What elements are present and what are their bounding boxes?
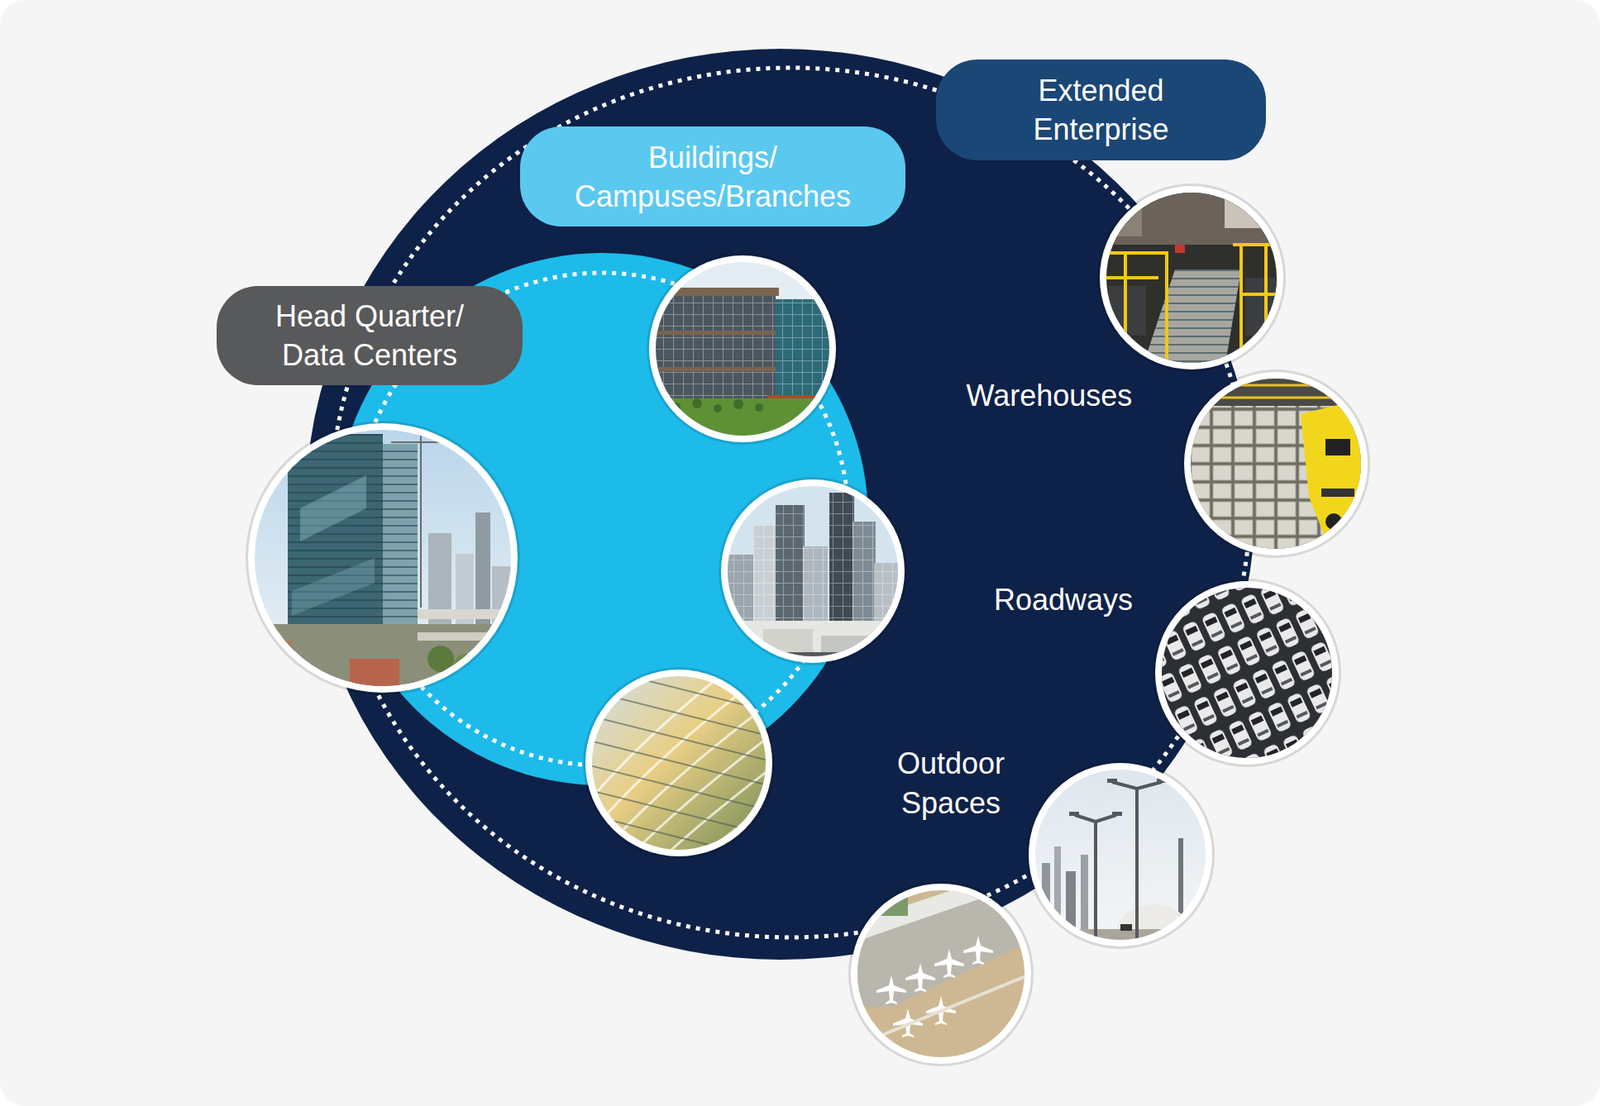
zone-label: Outdoor Spaces: [868, 744, 1034, 824]
pill-label: Extended Enterprise: [977, 71, 1225, 149]
pill-label: Buildings/ Campuses/Branches: [544, 138, 881, 216]
region-pill: Head Quarter/ Data Centers: [216, 286, 523, 386]
building-photo: [646, 253, 839, 445]
region-pill: Extended Enterprise: [936, 59, 1266, 161]
zone-label: Warehouses: [966, 376, 1133, 416]
region-pill: Buildings/ Campuses/Branches: [520, 126, 906, 227]
city-photo: [718, 477, 908, 667]
airport-photo: [848, 881, 1034, 1067]
factory-photo: [1097, 183, 1286, 373]
headquarters-photo: [245, 420, 521, 696]
roadway-photo: [1026, 760, 1215, 963]
parking-photo: [1152, 578, 1342, 768]
pill-label: Head Quarter/ Data Centers: [249, 296, 490, 375]
glass-facade-photo: [579, 630, 779, 979]
warehouse-photo: [1181, 369, 1371, 559]
zone-label: Roadways: [993, 580, 1133, 621]
